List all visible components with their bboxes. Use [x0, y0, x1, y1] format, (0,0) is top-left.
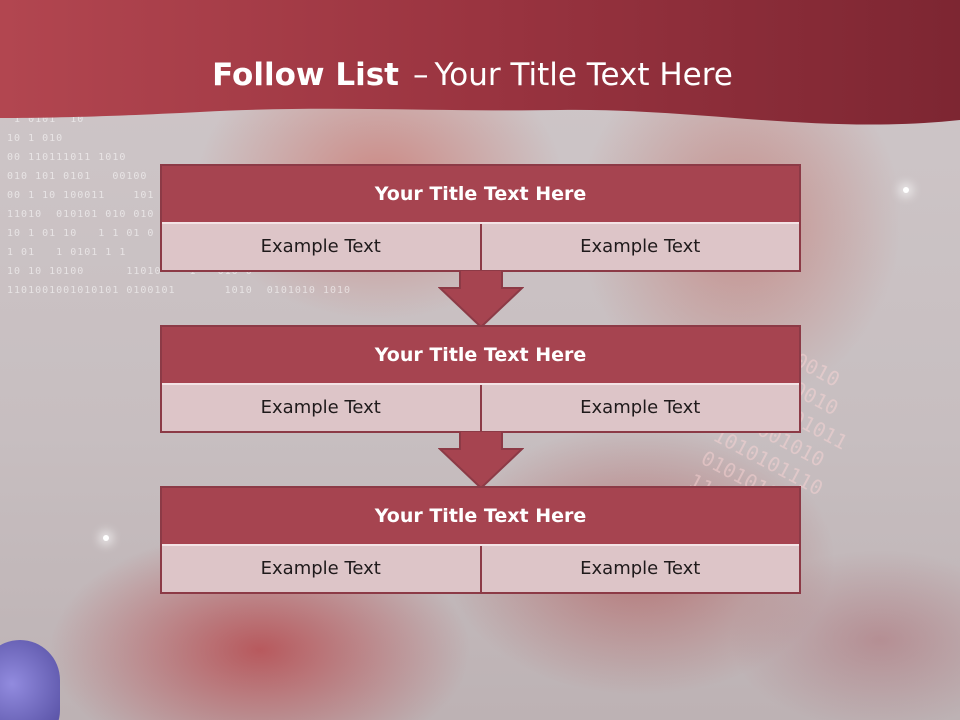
step-right-text: Example Text [479, 546, 799, 592]
step-title: Your Title Text Here [162, 327, 799, 385]
step-right-text: Example Text [479, 385, 799, 431]
step-row: Example Text Example Text [162, 546, 799, 592]
blue-molecule-decoration [0, 640, 60, 720]
step-left-text: Example Text [162, 224, 480, 270]
step-row: Example Text Example Text [162, 224, 799, 270]
step-title: Your Title Text Here [162, 488, 799, 546]
step-box-3: Your Title Text Here Example Text Exampl… [160, 486, 801, 594]
step-left-text: Example Text [162, 546, 480, 592]
down-arrow-icon [438, 270, 524, 328]
page-title-rest: Your Title Text Here [434, 57, 733, 93]
page-title-dash: – [412, 57, 429, 93]
title-banner: Follow List–Your Title Text Here [0, 0, 960, 140]
step-right-text: Example Text [479, 224, 799, 270]
step-row: Example Text Example Text [162, 385, 799, 431]
step-left-text: Example Text [162, 385, 480, 431]
sparkle-decoration [903, 187, 909, 193]
step-title: Your Title Text Here [162, 166, 799, 224]
step-box-2: Your Title Text Here Example Text Exampl… [160, 325, 801, 433]
binary-digits-decoration: 1 0101 10 10 1 010 00 110111011 1010 010… [7, 114, 352, 296]
page-title: Follow List–Your Title Text Here [0, 57, 945, 93]
sparkle-decoration [103, 535, 109, 541]
page-title-bold: Follow List [212, 57, 399, 93]
step-box-1: Your Title Text Here Example Text Exampl… [160, 164, 801, 272]
down-arrow-icon [438, 431, 524, 489]
